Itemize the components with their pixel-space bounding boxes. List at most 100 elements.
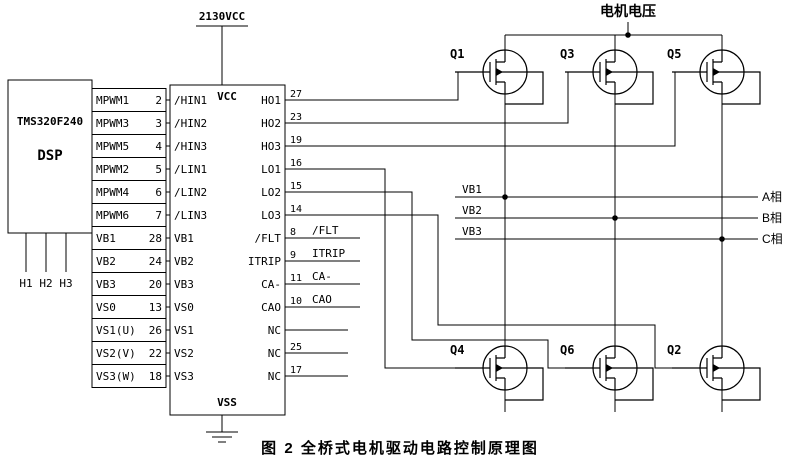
pin-number-ca-minus: 11 bbox=[290, 273, 302, 284]
signal-name: MPWM2 bbox=[96, 163, 129, 176]
net-label-itrip: ITRIP bbox=[312, 247, 345, 260]
signal-pin: 2 bbox=[155, 94, 162, 107]
phase-net-vb2: VB2 bbox=[462, 204, 482, 217]
signal-name: MPWM3 bbox=[96, 117, 129, 130]
vcc-rail-wire bbox=[196, 25, 248, 85]
signal-name: VS0 bbox=[96, 301, 116, 314]
signal-pin: 7 bbox=[155, 209, 162, 222]
signal-row-vb2: VB2 24 bbox=[91, 249, 167, 273]
ic-vcc-pin: VCC bbox=[217, 90, 237, 103]
ic-pin-hin2: /HIN2 bbox=[174, 117, 207, 130]
signal-name: VS2(V) bbox=[96, 347, 136, 360]
mosfet-ref-q4: Q4 bbox=[450, 343, 464, 357]
ic-pin-lo2: LO2 bbox=[261, 186, 281, 199]
signal-pin: 3 bbox=[155, 117, 162, 130]
signal-row-vs0: VS0 13 bbox=[91, 295, 167, 319]
dsp-signal-cells: MPWM1 2 MPWM3 3 MPWM5 4 MPWM2 5 MPWM4 6 … bbox=[91, 88, 170, 388]
ic-pin-lin2: /LIN2 bbox=[174, 186, 207, 199]
signal-name: MPWM4 bbox=[96, 186, 129, 199]
ic-pin-nc1: NC bbox=[268, 324, 281, 337]
vcc-rail-label: 2130VCC bbox=[199, 10, 245, 23]
hall-input-wires bbox=[25, 233, 67, 272]
junction-dot bbox=[719, 236, 725, 242]
ic-pin-hin1: /HIN1 bbox=[174, 94, 207, 107]
ic-pin-vb3: VB3 bbox=[174, 278, 194, 291]
signal-row-vs2: VS2(V) 22 bbox=[91, 341, 167, 365]
ic-pin-lo3: LO3 bbox=[261, 209, 281, 222]
pin-number-nc3: 17 bbox=[290, 365, 302, 376]
signal-name: VS1(U) bbox=[96, 324, 136, 337]
ic-pin-ho3: HO3 bbox=[261, 140, 281, 153]
ic-pin-vs3: VS3 bbox=[174, 370, 194, 383]
pin-number-ho2: 23 bbox=[290, 112, 302, 123]
ic-vss-pin: VSS bbox=[217, 396, 237, 409]
ic-pin-ho1: HO1 bbox=[261, 94, 281, 107]
ic-pin-nc2: NC bbox=[268, 347, 281, 360]
pin-number-nc2: 25 bbox=[290, 342, 302, 353]
ic-pin-hin3: /HIN3 bbox=[174, 140, 207, 153]
cell-to-ic-stubs bbox=[166, 99, 170, 377]
ic-pin-cao: CAO bbox=[261, 301, 281, 314]
net-label-ca-minus: CA- bbox=[312, 270, 332, 283]
junction-dot bbox=[625, 32, 631, 38]
signal-pin: 24 bbox=[149, 255, 163, 268]
phase-lines: VB1 VB2 VB3 A相 B相 C相 bbox=[455, 183, 783, 246]
hall-label-h3: H3 bbox=[59, 277, 72, 290]
pin-number-lo3: 14 bbox=[290, 204, 302, 215]
gate-drive-wires bbox=[285, 71, 707, 369]
mosfet-ref-q2: Q2 bbox=[667, 343, 681, 357]
junction-dot bbox=[502, 194, 508, 200]
ic-pin-vs0: VS0 bbox=[174, 301, 194, 314]
ic-pin-lo1: LO1 bbox=[261, 163, 281, 176]
signal-row-mpwm2: MPWM2 5 bbox=[91, 157, 167, 181]
net-label-flt: /FLT bbox=[312, 224, 339, 237]
dsp-block: TMS320F240 DSP H1 H2 H3 bbox=[7, 79, 93, 290]
pin-number-lo2: 15 bbox=[290, 181, 302, 192]
ground-icon bbox=[206, 415, 238, 443]
mosfet-ref-q1: Q1 bbox=[450, 47, 464, 61]
dsp-box bbox=[7, 79, 93, 234]
aux-pin-stubs bbox=[285, 237, 360, 377]
signal-pin: 4 bbox=[155, 140, 162, 153]
signal-row-mpwm3: MPWM3 3 bbox=[91, 111, 167, 135]
phase-label-c: C相 bbox=[762, 232, 783, 246]
mosfet-bridge: Q1 Q3 Q5 Q4 Q6 Q2 bbox=[450, 47, 761, 401]
ic-pin-vb2: VB2 bbox=[174, 255, 194, 268]
signal-name: MPWM5 bbox=[96, 140, 129, 153]
signal-pin: 20 bbox=[149, 278, 162, 291]
driver-ic-box bbox=[169, 84, 286, 416]
signal-name: VB2 bbox=[96, 255, 116, 268]
signal-row-vs1: VS1(U) 26 bbox=[91, 318, 167, 342]
ic-pin-ho2: HO2 bbox=[261, 117, 281, 130]
pin-number-ho3: 19 bbox=[290, 135, 302, 146]
signal-pin: 18 bbox=[149, 370, 162, 383]
hall-label-h1: H1 bbox=[19, 277, 32, 290]
signal-row-mpwm4: MPWM4 6 bbox=[91, 180, 167, 204]
mosfet-ref-q6: Q6 bbox=[560, 343, 574, 357]
pin-number-lo1: 16 bbox=[290, 158, 302, 169]
junction-dot bbox=[612, 215, 618, 221]
ic-pin-vs1: VS1 bbox=[174, 324, 194, 337]
driver-ic: VCC VSS /HIN1 /HIN2 /HIN3 /LIN1 /LIN2 /L… bbox=[169, 84, 360, 416]
vcc-rail: 2130VCC bbox=[196, 10, 248, 85]
ic-pin-vb1: VB1 bbox=[174, 232, 194, 245]
ic-pin-ca-minus: CA- bbox=[261, 278, 281, 291]
phase-label-b: B相 bbox=[762, 211, 782, 225]
pin-number-cao: 10 bbox=[290, 296, 302, 307]
phase-label-a: A相 bbox=[762, 190, 782, 204]
pin-number-flt: 8 bbox=[290, 227, 296, 238]
motor-voltage-bus: 电机电压 bbox=[504, 3, 723, 50]
signal-pin: 6 bbox=[155, 186, 162, 199]
pin-number-itrip: 9 bbox=[290, 250, 296, 261]
signal-name: VS3(W) bbox=[96, 370, 136, 383]
mosfet-ref-q5: Q5 bbox=[667, 47, 681, 61]
signal-name: VB1 bbox=[96, 232, 116, 245]
signal-row-vb3: VB3 20 bbox=[91, 272, 167, 296]
signal-pin: 26 bbox=[149, 324, 162, 337]
ic-pin-flt: /FLT bbox=[255, 232, 282, 245]
signal-row-vb1: VB1 28 bbox=[91, 226, 167, 250]
signal-row-mpwm6: MPWM6 7 bbox=[91, 203, 167, 227]
ic-pin-itrip: ITRIP bbox=[248, 255, 281, 268]
